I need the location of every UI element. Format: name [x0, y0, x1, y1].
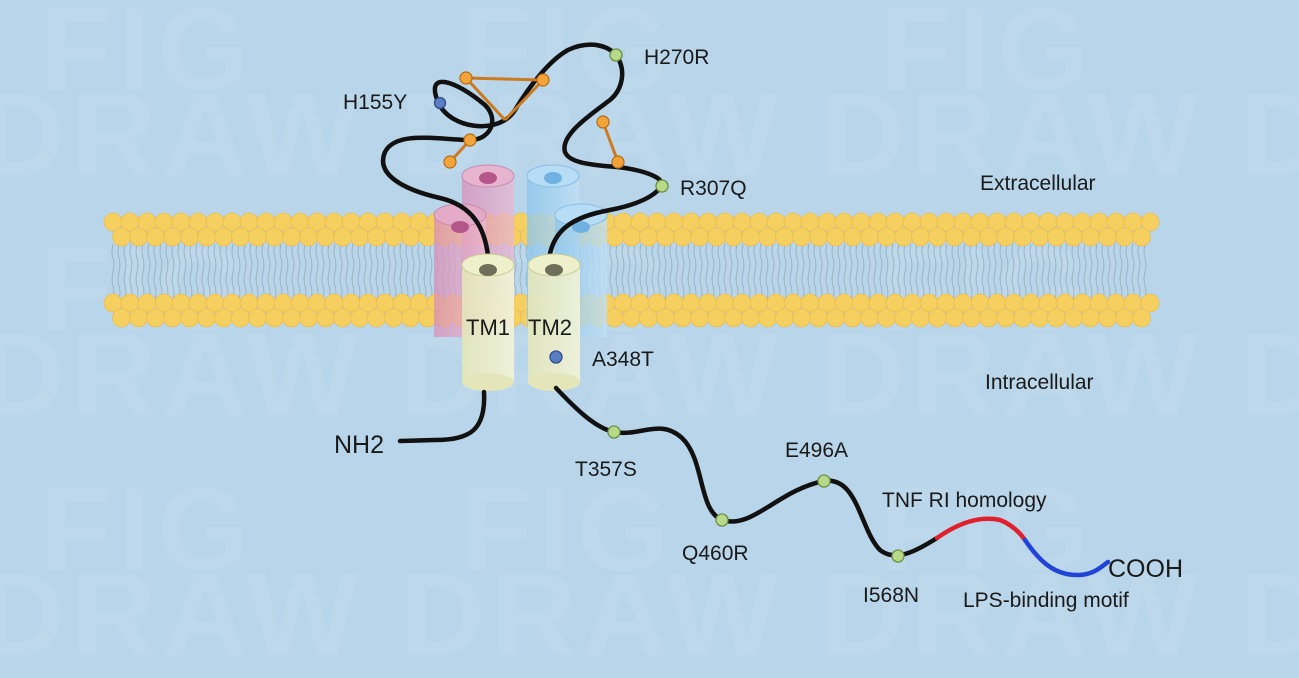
variant-dot-h270r — [609, 48, 623, 62]
watermark-fig-text: FIG — [880, 0, 1095, 116]
mutation-label-q460r: Q460R — [682, 542, 749, 565]
c-terminus-label: COOH — [1108, 555, 1183, 583]
n-terminus-label: NH2 — [334, 431, 384, 459]
variant-dot-h155y — [433, 96, 447, 110]
mutation-label-a348t: A348T — [592, 348, 654, 371]
intracellular-label: Intracellular — [985, 371, 1094, 394]
watermark-fig-text: FIG — [880, 464, 1095, 596]
mutation-label-i568n: I568N — [863, 584, 919, 607]
watermark-fig-text: FIG — [460, 464, 675, 596]
variant-dot-i568n — [891, 549, 905, 563]
mutation-label-h270r: H270R — [644, 46, 709, 69]
tm2-helix — [527, 253, 581, 391]
tnf-ri-homology-segment — [934, 516, 1028, 543]
watermark-fig-text: FIG — [40, 224, 255, 356]
watermark-draw-text: DRAW — [0, 69, 365, 201]
tm2-label: TM2 — [528, 315, 572, 340]
variant-dot-t357s — [607, 425, 621, 439]
watermark-draw-text: DRAW — [0, 549, 365, 678]
tm1-helix — [461, 253, 515, 391]
n-terminal-tail — [397, 389, 487, 444]
watermark-draw-text: DRAW — [0, 309, 365, 441]
tnf-ri-homology-label: TNF RI homology — [882, 489, 1047, 512]
watermark-fig-text: FIG — [880, 224, 1095, 356]
watermark-draw-text: DRAW — [820, 549, 1205, 678]
watermark-draw-text: DRAW — [820, 69, 1205, 201]
watermark-draw-text: DRAW — [820, 309, 1205, 441]
variant-dot-a348t — [549, 350, 563, 364]
cysteine-residues — [443, 71, 625, 169]
variant-dots — [433, 48, 905, 563]
labels: Extracellular Intracellular TM1 TM2 H155… — [334, 46, 1183, 612]
mutation-label-h155y: H155Y — [343, 91, 407, 114]
watermark-fig-text: FIG — [460, 0, 675, 116]
variant-dot-q460r — [715, 513, 729, 527]
watermark-draw-text: DRAW — [1240, 69, 1299, 201]
mutation-label-r307q: R307Q — [680, 177, 747, 200]
watermark-draw-text: DRAW — [1240, 309, 1299, 441]
lps-binding-motif-label: LPS-binding motif — [963, 589, 1129, 612]
watermark-fig-text: FIG — [40, 0, 255, 116]
tm1-label: TM1 — [466, 315, 510, 340]
watermark-fig-text: FIG — [40, 464, 255, 596]
watermark-draw-text: DRAW — [1240, 549, 1299, 678]
variant-dot-r307q — [655, 179, 669, 193]
variant-dot-e496a — [817, 474, 831, 488]
lps-binding-segment — [1022, 537, 1111, 578]
extracellular-label: Extracellular — [980, 172, 1096, 195]
mutation-label-t357s: T357S — [575, 458, 637, 481]
watermark-draw-text: DRAW — [400, 549, 785, 678]
mutation-label-e496a: E496A — [785, 439, 848, 462]
